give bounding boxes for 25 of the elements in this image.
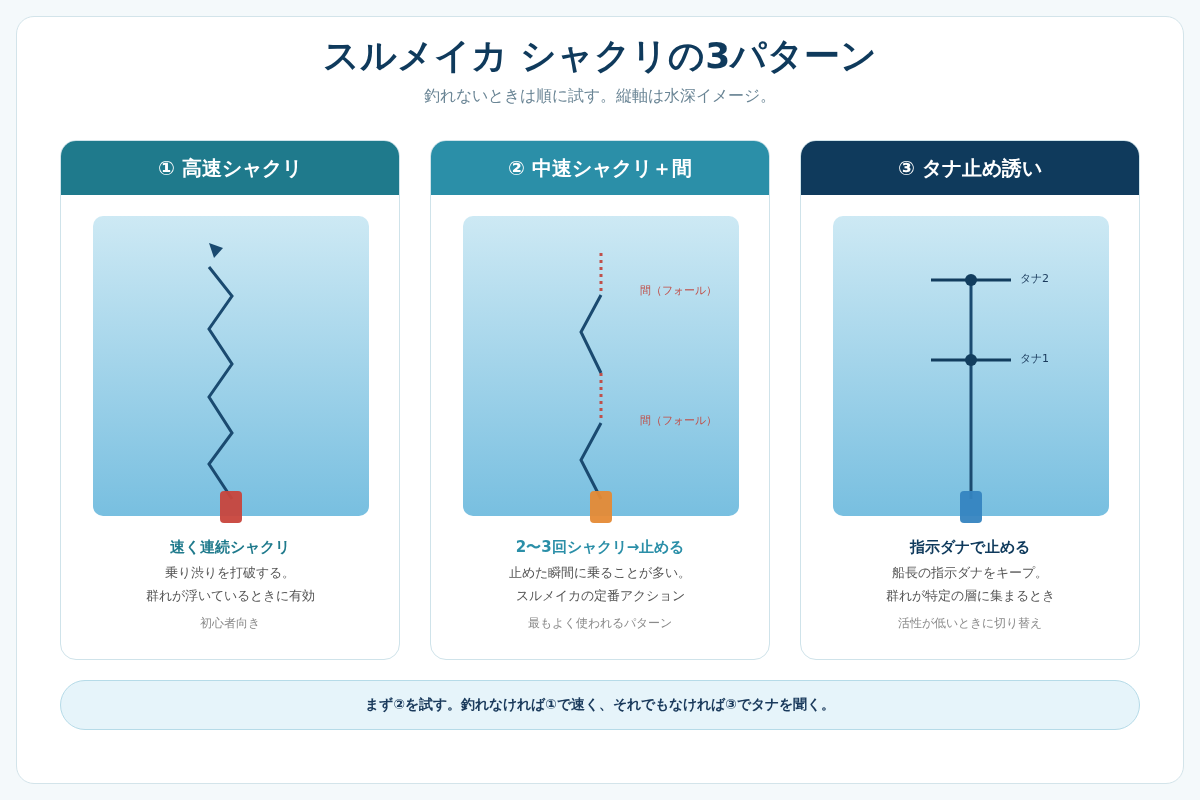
pause-label: 間（フォール） — [640, 283, 717, 298]
description-text: 止めた瞬間に乗ることが多い。 — [508, 564, 692, 582]
title: スルメイカ シャクリの3パターン — [321, 34, 879, 78]
note-text: 最もよく使われるパターン — [527, 615, 673, 632]
depth-label: タナ2 — [1020, 271, 1049, 286]
pattern-card — [60, 140, 400, 660]
description-text: スルメイカの定番アクション — [514, 587, 686, 605]
description-text: 群れが浮いているときに有効 — [144, 587, 316, 605]
description-text: 群れが特定の層に集まるとき — [884, 587, 1056, 605]
summary-banner: まず②を試す。釣れなければ①で速く、それでもなければ③でタナを聞く。 — [60, 680, 1140, 730]
subtitle: 釣れないときは順に試す。縦軸は水深イメージ。 — [423, 86, 777, 107]
card-header: ② 中速シャクリ＋間 — [431, 141, 769, 195]
card-header: ① 高速シャクリ — [61, 141, 399, 195]
note-text: 初心者向き — [199, 615, 261, 632]
pattern-card — [430, 140, 770, 660]
description-text: 乗り渋りを打破する。 — [164, 564, 296, 582]
card-subheading: 指示ダナで止める — [908, 538, 1031, 557]
description-text: 船長の指示ダナをキープ。 — [891, 564, 1049, 582]
depth-label: タナ1 — [1020, 351, 1049, 366]
card-subheading: 2〜3回シャクリ→止める — [514, 538, 686, 557]
pattern-card — [800, 140, 1140, 660]
pause-label: 間（フォール） — [640, 413, 717, 428]
note-text: 活性が低いときに切り替え — [897, 615, 1043, 632]
card-header: ③ タナ止め誘い — [801, 141, 1139, 195]
card-subheading: 速く連続シャクリ — [169, 538, 291, 557]
